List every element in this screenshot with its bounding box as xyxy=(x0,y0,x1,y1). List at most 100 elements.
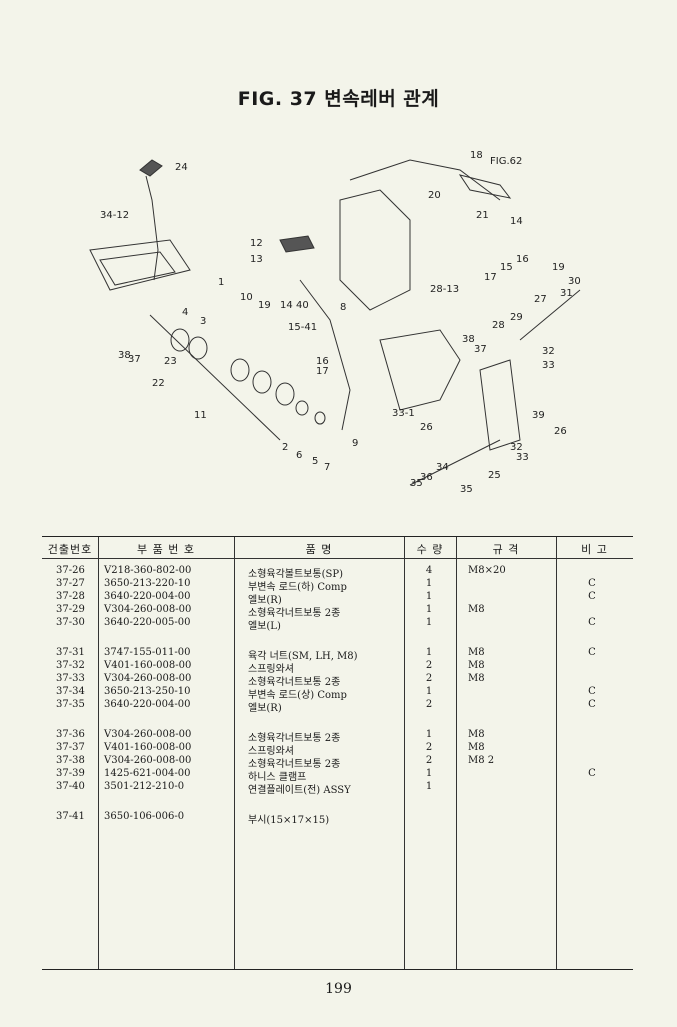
header-remark: 비 고 xyxy=(581,543,608,556)
cell-part-no: 3640-220-004-00 xyxy=(104,699,191,710)
cell-name: 부변속 로드(상) Comp xyxy=(248,690,347,701)
callout-label: 25 xyxy=(488,470,501,481)
callout-label: 15 xyxy=(500,262,513,273)
cell-name: 소형육각너트보통 2종 xyxy=(248,608,341,619)
cell-no: 37-34 xyxy=(56,686,85,697)
callout-label: 10 xyxy=(240,292,253,303)
cell-no: 37-39 xyxy=(56,768,85,779)
cell-qty: 2 xyxy=(425,742,433,753)
cell-part-no: V304-260-008-00 xyxy=(104,604,192,615)
callout-label: 9 xyxy=(352,438,358,449)
callout-label: 26 xyxy=(420,422,433,433)
cell-part-no: V401-160-008-00 xyxy=(104,660,192,671)
callout-label: 36 xyxy=(420,472,433,483)
cell-name: 소형육각너트보통 2종 xyxy=(248,733,341,744)
callout-label: 38 xyxy=(462,334,475,345)
callout-label: 19 xyxy=(258,300,271,311)
cell-no: 37-38 xyxy=(56,755,85,766)
callout-label: 29 xyxy=(510,312,523,323)
callout-label: 33-1 xyxy=(392,408,415,419)
cell-no: 37-29 xyxy=(56,604,85,615)
header-no: 건출번호 xyxy=(47,543,93,556)
cell-spec: M8×20 xyxy=(468,565,506,576)
callout-label: 5 xyxy=(312,456,318,467)
cell-qty: 1 xyxy=(425,604,433,615)
callout-label: 13 xyxy=(250,254,263,265)
callout-label: 26 xyxy=(554,426,567,437)
cell-name: 소형육각너트보통 2종 xyxy=(248,759,341,770)
cell-spec: M8 xyxy=(468,742,485,753)
callout-label: 35 xyxy=(410,478,423,489)
callout-label: 4 xyxy=(182,307,188,318)
callout-label: 30 xyxy=(568,276,581,287)
cell-no: 37-31 xyxy=(56,647,85,658)
cell-name: 스프링와셔 xyxy=(248,746,294,757)
cell-no: 37-30 xyxy=(56,617,85,628)
callout-label: 27 xyxy=(534,294,547,305)
cell-name: 부시(15×17×15) xyxy=(248,815,330,826)
cell-name: 엘보(R) xyxy=(248,703,282,714)
callout-label: 35 xyxy=(460,484,473,495)
cell-qty: 1 xyxy=(425,617,433,628)
cell-part-no: 3650-213-250-10 xyxy=(104,686,191,697)
callout-label: 2 xyxy=(282,442,288,453)
cell-name: 연결플레이트(전) ASSY xyxy=(248,785,351,796)
callout-label: 38 xyxy=(118,350,131,361)
callout-label: 34 xyxy=(436,462,449,473)
callout-label: 21 xyxy=(476,210,489,221)
cell-part-no: V218-360-802-00 xyxy=(104,565,192,576)
cell-name: 소형육각볼트보통(SP) xyxy=(248,569,343,580)
callout-label: 33 xyxy=(516,452,529,463)
cell-qty: 1 xyxy=(425,768,433,779)
cell-spec: M8 2 xyxy=(468,755,495,766)
callout-label: 32 xyxy=(510,442,523,453)
callout-label: FIG.62 xyxy=(490,156,522,167)
cell-qty: 1 xyxy=(425,647,433,658)
callout-label: 6 xyxy=(296,450,302,461)
callout-label: 3 xyxy=(200,316,206,327)
cell-spec: M8 xyxy=(468,660,485,671)
cell-qty: 1 xyxy=(425,578,433,589)
callout-label: 23 xyxy=(164,356,177,367)
cell-spec: M8 xyxy=(468,604,485,615)
header-spec: 규 격 xyxy=(492,543,520,556)
cell-qty: 2 xyxy=(425,673,433,684)
cell-part-no: 1425-621-004-00 xyxy=(104,768,191,779)
callout-label: 18 xyxy=(470,150,483,161)
cell-qty: 2 xyxy=(425,755,433,766)
table-row: 37-29 V304-260-008-00 소형육각너트보통 2종 1 M8 xyxy=(42,604,633,619)
callout-label: 28 xyxy=(492,320,505,331)
cell-name: 소형육각너트보통 2종 xyxy=(248,677,341,688)
callout-label: 17 xyxy=(484,272,497,283)
cell-name: 육각 너트(SM, LH, M8) xyxy=(248,651,358,662)
cell-part-no: 3640-220-004-00 xyxy=(104,591,191,602)
header-qty: 수 량 xyxy=(416,543,444,556)
cell-no: 37-33 xyxy=(56,673,85,684)
callout-label: 1 xyxy=(218,277,224,288)
diagram-linework xyxy=(89,159,581,486)
callout-label: 11 xyxy=(194,410,207,421)
callout-label: 8 xyxy=(340,302,346,313)
callout-label: 37 xyxy=(474,344,487,355)
cell-part-no: V401-160-008-00 xyxy=(104,742,192,753)
callout-label: 24 xyxy=(175,162,188,173)
cell-spec: M8 xyxy=(468,673,485,684)
callout-label: 31 xyxy=(560,288,573,299)
cell-part-no: V304-260-008-00 xyxy=(104,729,192,740)
callout-label: 33 xyxy=(542,360,555,371)
